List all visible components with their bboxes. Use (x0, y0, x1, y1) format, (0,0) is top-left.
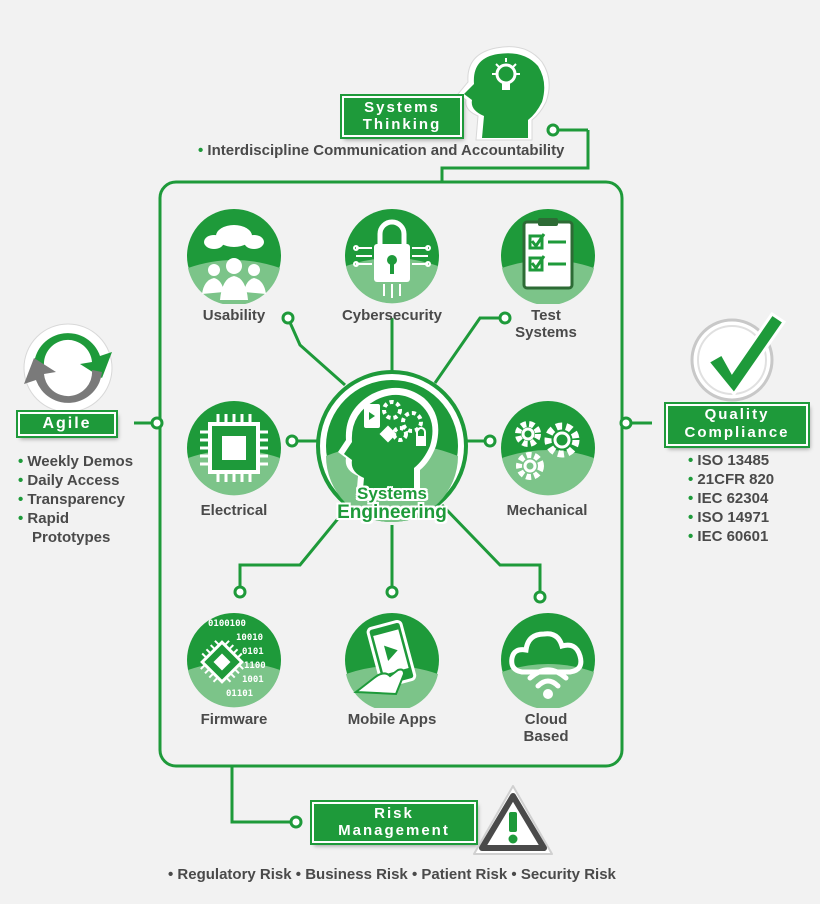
node-cloud-line1: Cloud (524, 711, 568, 728)
node-electrical-label: Electrical (200, 502, 268, 519)
quality-title-1: Quality (704, 406, 770, 423)
systems-thinking-badge: Systems Thinking (342, 96, 462, 137)
svg-text:1100: 1100 (244, 661, 266, 671)
risk-title-1: Risk (374, 805, 414, 822)
sync-icon (23, 323, 113, 412)
checklist-icon (501, 209, 595, 304)
risk-list: • Regulatory Risk • Business Risk • Pati… (168, 866, 616, 883)
agile-item: Prototypes (32, 529, 111, 546)
checkmark-icon (690, 311, 787, 402)
node-cloud-based-label: Cloud Based (488, 711, 604, 745)
usability-icon (187, 209, 281, 304)
quality-item: • IEC 60601 (688, 528, 769, 545)
systems-thinking-item: • Interdiscipline Communication and Acco… (198, 142, 565, 159)
quality-item: IEC 62304 (688, 489, 774, 508)
risk-management-badge: Risk Management (312, 802, 476, 843)
systems-thinking-title-1: Systems (364, 99, 440, 116)
quality-item: ISO 13485 (688, 451, 774, 470)
agile-item: Rapid (18, 509, 133, 528)
lightbulb-icon (457, 46, 550, 141)
systems-thinking-title-2: Thinking (362, 116, 442, 133)
svg-text:01101: 01101 (226, 689, 253, 699)
lock-icon (345, 209, 439, 304)
agile-list: Weekly Demos Daily Access Transparency R… (18, 452, 133, 547)
risk-item: Security Risk (520, 866, 616, 883)
agile-item: Transparency (18, 490, 133, 509)
node-mobile-apps-label: Mobile Apps (347, 711, 437, 728)
svg-text:1001: 1001 (242, 675, 264, 685)
chip-icon (187, 401, 281, 496)
head-icon (316, 370, 468, 522)
center-title-line2: Engineering (337, 502, 447, 523)
risk-title-2: Management (338, 822, 450, 839)
node-cybersecurity-label: Cybersecurity (341, 307, 443, 324)
cloud-icon (501, 613, 595, 708)
mobile-icon (345, 613, 439, 708)
node-usability-label: Usability (202, 307, 266, 324)
node-mechanical-label: Mechanical (506, 502, 588, 519)
quality-item: ISO 14971 (688, 508, 774, 527)
warning-icon (473, 785, 553, 855)
quality-compliance-badge: Quality Compliance (666, 404, 808, 446)
node-test-systems-line2: Systems (515, 324, 577, 341)
firmware-icon: 0100100 10010 0101 1100 1001 01101 (187, 613, 281, 708)
main-frame (158, 180, 624, 768)
node-test-systems-line1: Test (531, 307, 561, 324)
risk-item: Business Risk (305, 866, 408, 883)
risk-item: Patient Risk (421, 866, 508, 883)
quality-list: ISO 13485 21CFR 820 IEC 62304 ISO 14971 … (688, 451, 774, 546)
agile-badge: Agile (18, 412, 116, 436)
node-firmware-label: Firmware (200, 711, 268, 728)
center-title: Systems Engineering (316, 484, 468, 522)
svg-text:0101: 0101 (242, 647, 264, 657)
quality-title-2: Compliance (684, 424, 790, 441)
gears-icon (501, 401, 595, 496)
agile-item: Daily Access (18, 471, 133, 490)
svg-text:0100100: 0100100 (208, 619, 246, 629)
svg-text:10010: 10010 (236, 633, 263, 643)
quality-item: 21CFR 820 (688, 470, 774, 489)
agile-item: Weekly Demos (18, 452, 133, 471)
node-cloud-line2: Based (523, 728, 569, 745)
center-title-line1: Systems (357, 484, 427, 503)
node-test-systems-label: Test Systems (488, 307, 604, 341)
risk-item: Regulatory Risk (177, 866, 292, 883)
